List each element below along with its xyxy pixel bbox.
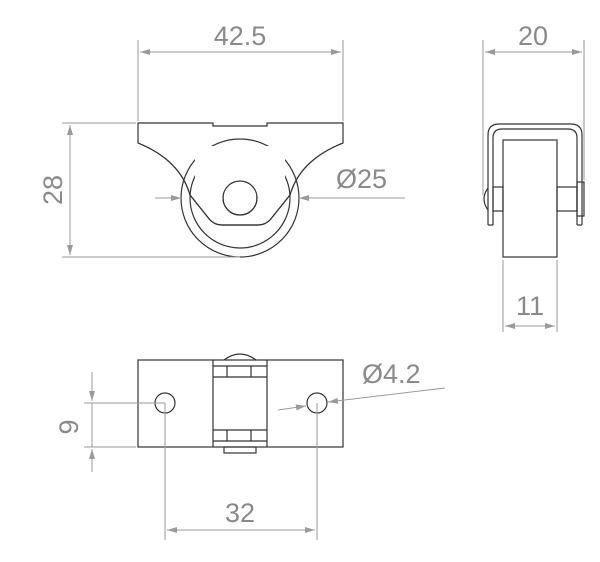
side-view: 20 11 <box>482 21 585 332</box>
wheel-width-label: 11 <box>516 291 544 321</box>
axle-right <box>556 186 578 212</box>
hole-spacing-label: 32 <box>225 498 255 528</box>
height-label: 28 <box>38 175 68 205</box>
hole-diameter-leader <box>327 387 446 404</box>
hole-diameter-label: Ø4.2 <box>362 359 421 389</box>
axle-hub-front <box>222 180 258 216</box>
axle-left <box>492 186 504 212</box>
bottom-tab <box>223 446 257 454</box>
front-view: 42.5 28 Ø25 <box>38 21 405 257</box>
bracket-arms <box>137 142 344 226</box>
base-plate <box>137 359 344 448</box>
rivet-head <box>483 187 489 211</box>
hole-diameter-leader <box>277 404 307 411</box>
wheel-diameter-label: Ø25 <box>336 164 387 194</box>
wheel-side <box>502 139 558 258</box>
side-width-label: 20 <box>518 21 548 51</box>
bracket-outer <box>487 123 583 225</box>
hole-offset-label: 9 <box>54 419 84 434</box>
bracket-mask <box>195 146 285 196</box>
bracket-inner <box>492 128 578 225</box>
hub-bump <box>223 353 257 361</box>
width-label: 42.5 <box>214 21 267 51</box>
bottom-view: 9 32 Ø4.2 <box>54 353 446 540</box>
axle-head <box>576 181 585 217</box>
